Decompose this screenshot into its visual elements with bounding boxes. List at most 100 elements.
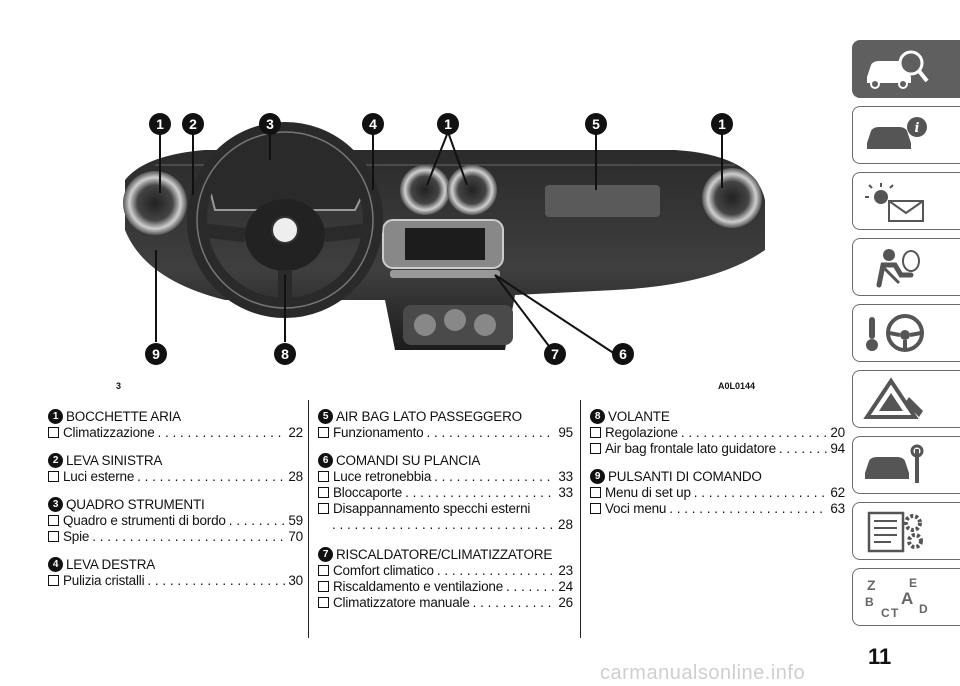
section-number: 4: [48, 557, 63, 572]
svg-text:T: T: [891, 606, 899, 619]
bullet-box-icon: [318, 580, 329, 592]
column-divider: [580, 400, 581, 638]
bullet-box-icon: [48, 530, 59, 542]
section-number: 2: [48, 453, 63, 468]
entry-label: Disappannamento specchi esterni: [333, 501, 531, 516]
bullet-box-icon: [318, 564, 329, 576]
index-entry[interactable]: Menu di set up62: [590, 485, 845, 501]
index-entry[interactable]: Bloccaporte 33: [318, 485, 573, 501]
index-letters-icon: Z E A B C T D: [865, 576, 928, 619]
section-title: QUADRO STRUMENTI: [66, 497, 205, 512]
tab-car-service[interactable]: [852, 436, 960, 494]
index-entry[interactable]: Comfort climatico23: [318, 563, 573, 579]
entry-label: Spie: [63, 529, 90, 544]
index-entry[interactable]: Riscaldamento e ventilazione24: [318, 579, 573, 595]
callout-5: 5: [585, 113, 607, 135]
index-entry[interactable]: Air bag frontale lato guidatore94: [590, 441, 845, 457]
svg-text:4: 4: [369, 116, 377, 132]
callout-2: 2: [182, 113, 204, 135]
steering-wheel-icon: [866, 314, 924, 352]
section-title: LEVA DESTRA: [66, 557, 156, 572]
tab-warning-lights[interactable]: [852, 172, 960, 230]
tab-breakdown[interactable]: [852, 370, 960, 428]
entry-page: 33: [558, 469, 573, 484]
entry-label: Pulizia cristalli: [63, 573, 145, 588]
entry-page: 95: [558, 425, 573, 440]
entry-label: Luce retronebbia: [333, 469, 432, 484]
bullet-box-icon: [590, 426, 601, 438]
svg-text:9: 9: [152, 346, 160, 362]
section-title: BOCCHETTE ARIA: [66, 409, 181, 424]
entry-label: Bloccaporte: [333, 485, 403, 500]
index-entry[interactable]: Luci esterne 28: [48, 469, 303, 485]
index-entry[interactable]: Quadro e strumenti di bordo59: [48, 513, 303, 529]
svg-text:D: D: [919, 602, 928, 616]
entry-page: 26: [558, 595, 573, 610]
chapter-tabs: i: [852, 40, 960, 634]
tab-airbag-seat[interactable]: [852, 238, 960, 296]
bullet-box-icon: [318, 596, 329, 608]
section-title: VOLANTE: [608, 409, 670, 424]
index-entry[interactable]: Voci menu63: [590, 501, 845, 517]
tab-specifications[interactable]: [852, 502, 960, 560]
index-entry[interactable]: Disappannamento specchi esterni: [318, 501, 573, 517]
breakdown-triangle-icon: [863, 377, 923, 419]
entry-label: Luci esterne: [63, 469, 135, 484]
section-title: RISCALDATORE/CLIMATIZZATORE: [336, 547, 553, 562]
section-title: LEVA SINISTRA: [66, 453, 163, 468]
section-number: 3: [48, 497, 63, 512]
index-entry[interactable]: Funzionamento95: [318, 425, 573, 441]
bullet-box-icon: [318, 426, 329, 438]
index-entry[interactable]: Climatizzazione22: [48, 425, 303, 441]
callout-1-center: 1: [437, 113, 459, 135]
entry-page: 20: [830, 425, 845, 440]
passenger-airbag-panel: [545, 185, 660, 217]
callout-1-left: 1: [149, 113, 171, 135]
car-service-icon: [865, 444, 924, 483]
dashboard-figure: 1 2 3 4 1 5 1 9 8 7 6: [115, 110, 775, 372]
entry-page: 28: [288, 469, 303, 484]
section-number: 8: [590, 409, 605, 424]
index-entry[interactable]: Regolazione 20: [590, 425, 845, 441]
entry-page: 30: [288, 573, 303, 588]
page-number: 11: [868, 644, 892, 669]
column-divider: [308, 400, 309, 638]
svg-text:1: 1: [444, 116, 452, 132]
entry-page: 28: [557, 517, 573, 532]
section-title: COMANDI SU PLANCIA: [336, 453, 481, 468]
entry-label: Comfort climatico: [333, 563, 434, 578]
tab-steering-wheel[interactable]: [852, 304, 960, 362]
bullet-box-icon: [48, 514, 59, 526]
svg-text:C: C: [881, 606, 890, 619]
bullet-box-icon: [48, 426, 59, 438]
tab-index[interactable]: Z E A B C T D: [852, 568, 960, 626]
svg-text:Z: Z: [867, 577, 876, 593]
index-entry[interactable]: Spie70: [48, 529, 303, 545]
tab-car-search[interactable]: [852, 40, 960, 98]
bullet-box-icon: [318, 470, 329, 482]
index-entry[interactable]: Luce retronebbia 33: [318, 469, 573, 485]
index-entry[interactable]: Pulizia cristalli 30: [48, 573, 303, 589]
index-entry[interactable]: Climatizzatore manuale26: [318, 595, 573, 611]
callout-9: 9: [145, 343, 167, 365]
section-number: 7: [318, 547, 333, 562]
bullet-box-icon: [48, 470, 59, 482]
entry-page: 94: [830, 441, 845, 456]
bullet-box-icon: [590, 442, 601, 454]
entry-page: 24: [558, 579, 573, 594]
svg-text:7: 7: [551, 346, 559, 362]
section-number: 5: [318, 409, 333, 424]
entry-page: 22: [288, 425, 303, 440]
svg-text:i: i: [915, 121, 920, 136]
entry-page: 63: [830, 501, 845, 516]
entry-label: Regolazione: [605, 425, 678, 440]
entry-page: 33: [558, 485, 573, 500]
tab-car-info[interactable]: i: [852, 106, 960, 164]
